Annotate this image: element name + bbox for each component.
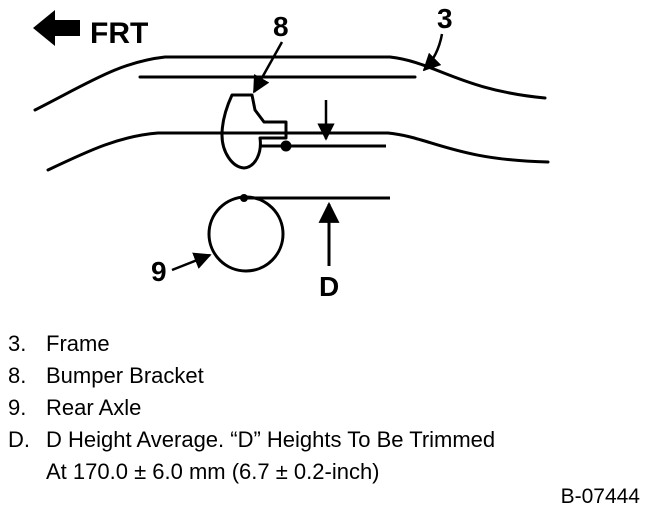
legend-item-rear-axle: 9. Rear Axle bbox=[8, 392, 648, 424]
frame-upper-edge bbox=[33, 55, 547, 112]
callout-9-leader bbox=[171, 252, 212, 272]
front-direction-indicator: FRT bbox=[33, 10, 148, 50]
frame-lower-edge bbox=[46, 131, 550, 172]
legend-item-bumper-bracket: 8. Bumper Bracket bbox=[8, 360, 648, 392]
callout-3-label: 3 bbox=[437, 3, 453, 34]
legend-text: Rear Axle bbox=[46, 395, 142, 420]
callout-axle: 9 bbox=[151, 252, 212, 287]
figure-id: B-07444 bbox=[560, 485, 640, 508]
legend-item-d-height: D. D Height Average. “D” Heights To Be T… bbox=[8, 424, 648, 456]
front-label: FRT bbox=[90, 17, 148, 50]
bracket-reference-point bbox=[280, 140, 292, 152]
rear-axle bbox=[207, 194, 390, 273]
legend: 3. Frame 8. Bumper Bracket 9. Rear Axle … bbox=[8, 328, 648, 488]
callout-8-label: 8 bbox=[273, 11, 289, 42]
legend-text: D Height Average. “D” Heights To Be Trim… bbox=[46, 427, 496, 452]
axle-reference-point bbox=[240, 194, 248, 202]
callout-8-leader bbox=[252, 41, 284, 94]
callout-3-leader bbox=[422, 33, 444, 72]
legend-d-height-spec: At 170.0 ± 6.0 mm (6.7 ± 0.2-inch) bbox=[46, 459, 380, 484]
bracket-body bbox=[220, 93, 288, 170]
frame-rail bbox=[33, 55, 550, 172]
legend-key: 8. bbox=[8, 363, 27, 388]
callout-bracket: 8 bbox=[252, 11, 289, 94]
axle-tube bbox=[207, 195, 285, 273]
legend-key: D. bbox=[8, 427, 30, 452]
legend-text: Bumper Bracket bbox=[46, 363, 204, 388]
legend-item-frame: 3. Frame bbox=[8, 328, 648, 360]
callout-frame: 3 bbox=[422, 3, 453, 72]
legend-key: 9. bbox=[8, 395, 27, 420]
callout-9-label: 9 bbox=[151, 256, 167, 287]
legend-key: 3. bbox=[8, 331, 27, 356]
dimension-d-label: D bbox=[319, 271, 339, 302]
arrow-left-icon bbox=[33, 10, 80, 46]
bumper-bracket bbox=[220, 93, 386, 170]
d-height-diagram: FRT 3 8 9 D bbox=[33, 3, 550, 302]
legend-text: Frame bbox=[46, 331, 110, 356]
d-height-dimension: D bbox=[317, 100, 340, 302]
